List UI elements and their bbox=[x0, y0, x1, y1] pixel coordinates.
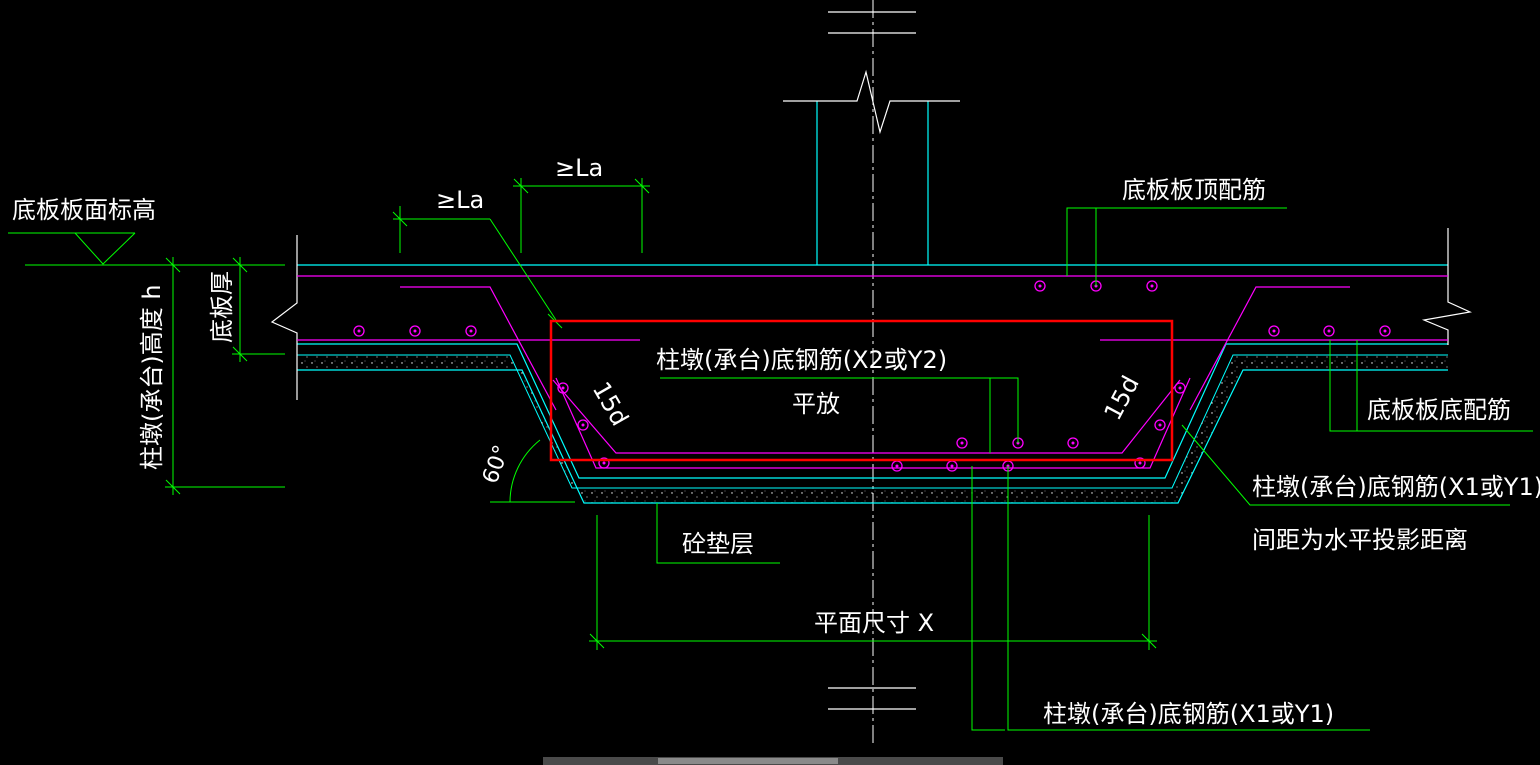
annotation-labels: 底板板面标高 柱墩(承台)高度 h 底板厚 ≥La ≥La 底板板顶配筋 柱墩(… bbox=[12, 154, 1540, 728]
plan-dimension-label: 平面尺寸 X bbox=[814, 609, 934, 637]
slab-outline bbox=[270, 228, 1473, 504]
scrollbar-thumb[interactable] bbox=[658, 758, 838, 764]
hook-right-label: 15d bbox=[1099, 371, 1145, 425]
highlight-box bbox=[549, 319, 1174, 462]
anchor-left-label: ≥La bbox=[436, 186, 484, 214]
cushion-layer-label: 砼垫层 bbox=[682, 530, 754, 558]
centerline bbox=[828, 0, 916, 745]
dimension-lines bbox=[8, 178, 1533, 731]
pier-bottom-rebar-x1-bottom-label: 柱墩(承台)底钢筋(X1或Y1) bbox=[1043, 700, 1334, 728]
anchor-top-label: ≥La bbox=[555, 154, 603, 182]
slab-bottom-rebar-label: 底板板底配筋 bbox=[1367, 396, 1511, 424]
pier-bottom-rebar-x1-right-label: 柱墩(承台)底钢筋(X1或Y1) bbox=[1252, 473, 1540, 501]
slab-top-elevation-label: 底板板面标高 bbox=[12, 196, 156, 224]
angle-label: 60° bbox=[478, 442, 515, 487]
horizontal-scrollbar[interactable] bbox=[543, 757, 1003, 765]
slab-top-rebar-label: 底板板顶配筋 bbox=[1122, 176, 1266, 204]
slab-thickness-label: 底板厚 bbox=[208, 271, 236, 343]
lay-flat-label: 平放 bbox=[792, 390, 840, 418]
pier-height-label: 柱墩(承台)高度 h bbox=[138, 284, 166, 470]
column bbox=[783, 69, 960, 265]
hook-left-label: 15d bbox=[587, 377, 634, 431]
spacing-note-label: 间距为水平投影距离 bbox=[1252, 526, 1468, 554]
pier-bottom-rebar-x2-label: 柱墩(承台)底钢筋(X2或Y2) bbox=[656, 346, 947, 374]
rebar-lines bbox=[297, 275, 1448, 469]
